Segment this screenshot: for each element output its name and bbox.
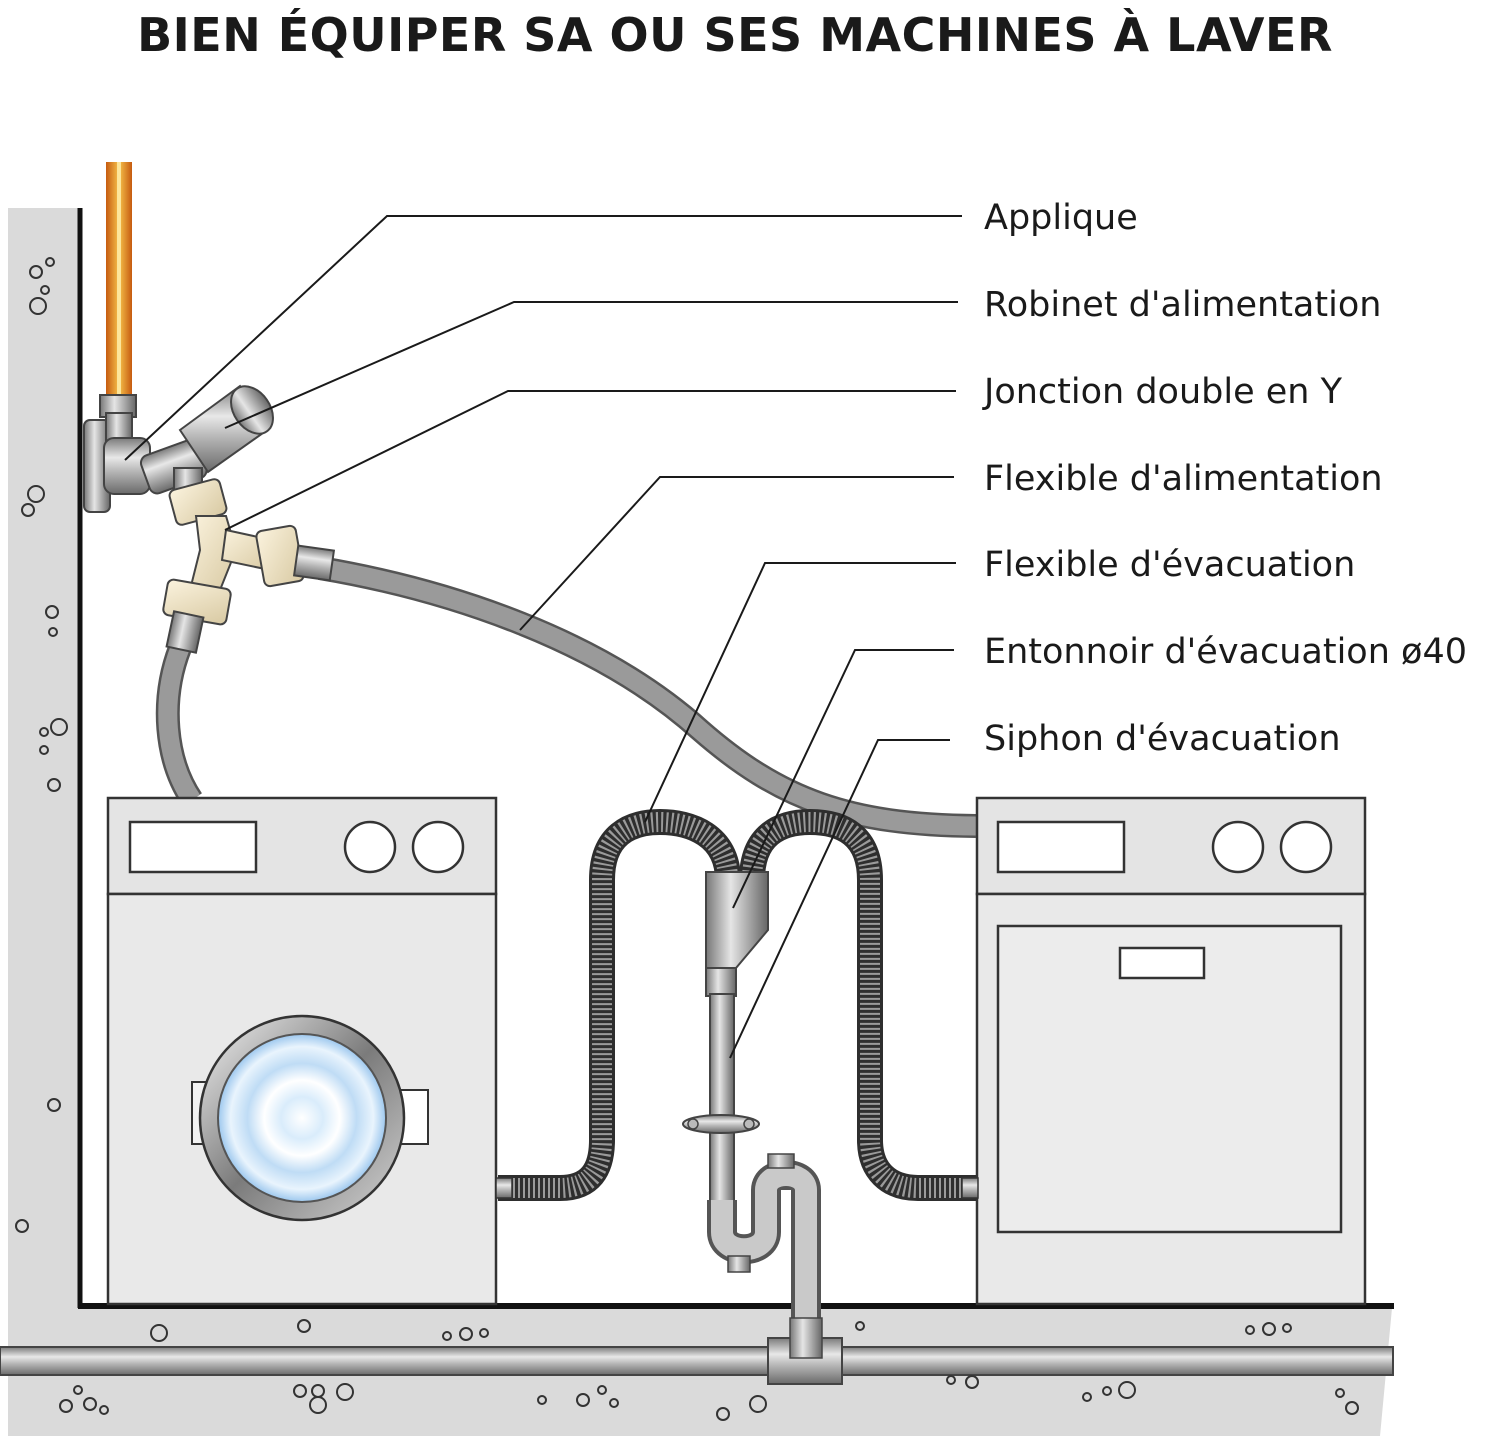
washing-machine-left	[106, 796, 498, 1306]
label-flexible-alimentation: Flexible d'alimentation	[984, 459, 1383, 499]
label-robinet: Robinet d'alimentation	[984, 285, 1381, 325]
leader-lines	[124, 215, 962, 1059]
floor	[0, 1303, 1394, 1436]
label-applique: Applique	[984, 198, 1138, 238]
drain-hoses	[495, 808, 979, 1201]
supply-pipe	[106, 162, 132, 394]
labels: Applique Robinet d'alimentation Jonction…	[982, 198, 1467, 759]
label-siphon: Siphon d'évacuation	[984, 719, 1341, 759]
drain-siphon	[682, 871, 823, 1359]
label-flexible-evacuation: Flexible d'évacuation	[984, 545, 1355, 585]
dishwasher-right	[975, 796, 1367, 1306]
faucet-assembly	[83, 384, 336, 654]
label-entonnoir: Entonnoir d'évacuation ø40	[984, 632, 1467, 672]
wall	[8, 208, 83, 1310]
page-title: BIEN ÉQUIPER SA OU SES MACHINES À LAVER	[137, 8, 1333, 62]
label-jonction: Jonction double en Y	[982, 372, 1343, 412]
